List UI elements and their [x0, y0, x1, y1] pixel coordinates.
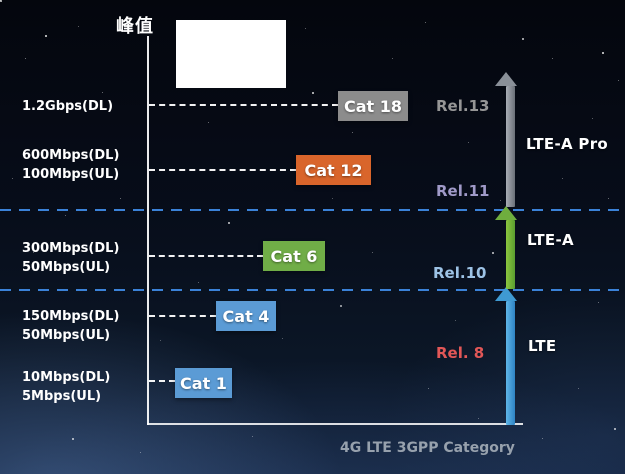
release-label-rel8: Rel. 8	[436, 344, 485, 362]
rate-ul-cat6: 50Mbps(UL)	[22, 260, 111, 275]
rate-ul-cat1: 5Mbps(UL)	[22, 389, 102, 404]
rate-label-cat18: 1.2Gbps(DL)	[22, 97, 113, 116]
category-box-cat12: Cat 12	[296, 155, 371, 185]
rate-label-cat4: 150Mbps(DL) 50Mbps(UL)	[22, 307, 119, 345]
generation-label-lte-a: LTE-A	[527, 231, 574, 249]
leader-line-cat18	[149, 104, 338, 106]
category-box-cat6: Cat 6	[263, 241, 325, 271]
generation-label-lte-a-pro: LTE-A Pro	[526, 135, 609, 153]
lte-a-arrow-shaft	[506, 220, 515, 289]
rate-dl-cat12: 600Mbps(DL)	[22, 148, 120, 163]
leader-line-cat12	[149, 169, 296, 171]
leader-line-cat4	[149, 315, 216, 317]
generation-label-lte: LTE	[528, 337, 557, 355]
x-axis-line	[147, 423, 523, 425]
y-axis-label: 峰值	[116, 16, 154, 37]
rate-label-cat12: 600Mbps(DL) 100Mbps(UL)	[22, 146, 119, 184]
lte-arrow-head	[495, 287, 517, 301]
x-axis-caption: 4G LTE 3GPP Category	[340, 440, 515, 456]
rate-dl-cat6: 300Mbps(DL)	[22, 241, 120, 256]
band-divider-ltea-pro	[0, 209, 625, 211]
band-divider-ltea	[0, 289, 625, 291]
rate-label-cat6: 300Mbps(DL) 50Mbps(UL)	[22, 239, 119, 277]
release-label-rel13: Rel.13	[436, 97, 490, 115]
category-box-cat18: Cat 18	[338, 91, 408, 121]
rate-dl-cat4: 150Mbps(DL)	[22, 309, 120, 324]
category-box-cat4: Cat 4	[216, 301, 276, 331]
blank-white-box	[176, 20, 286, 88]
category-box-cat1: Cat 1	[175, 368, 232, 398]
rate-label-cat1: 10Mbps(DL) 5Mbps(UL)	[22, 368, 110, 406]
starfield-bright	[0, 0, 2, 2]
lte-arrow-shaft	[506, 301, 515, 425]
rate-ul-cat4: 50Mbps(UL)	[22, 328, 111, 343]
lte-a-arrow-head	[495, 206, 517, 220]
leader-line-cat1	[149, 380, 175, 382]
leader-line-cat6	[149, 255, 263, 257]
lte-a-pro-arrow-head	[495, 72, 517, 86]
rate-dl-cat1: 10Mbps(DL)	[22, 370, 111, 385]
rate-ul-cat12: 100Mbps(UL)	[22, 167, 120, 182]
release-label-rel10: Rel.10	[433, 264, 487, 282]
y-axis-line	[147, 36, 149, 425]
rate-dl-cat18: 1.2Gbps(DL)	[22, 99, 114, 114]
release-label-rel11: Rel.11	[436, 182, 490, 200]
lte-a-pro-arrow-shaft	[506, 86, 515, 207]
